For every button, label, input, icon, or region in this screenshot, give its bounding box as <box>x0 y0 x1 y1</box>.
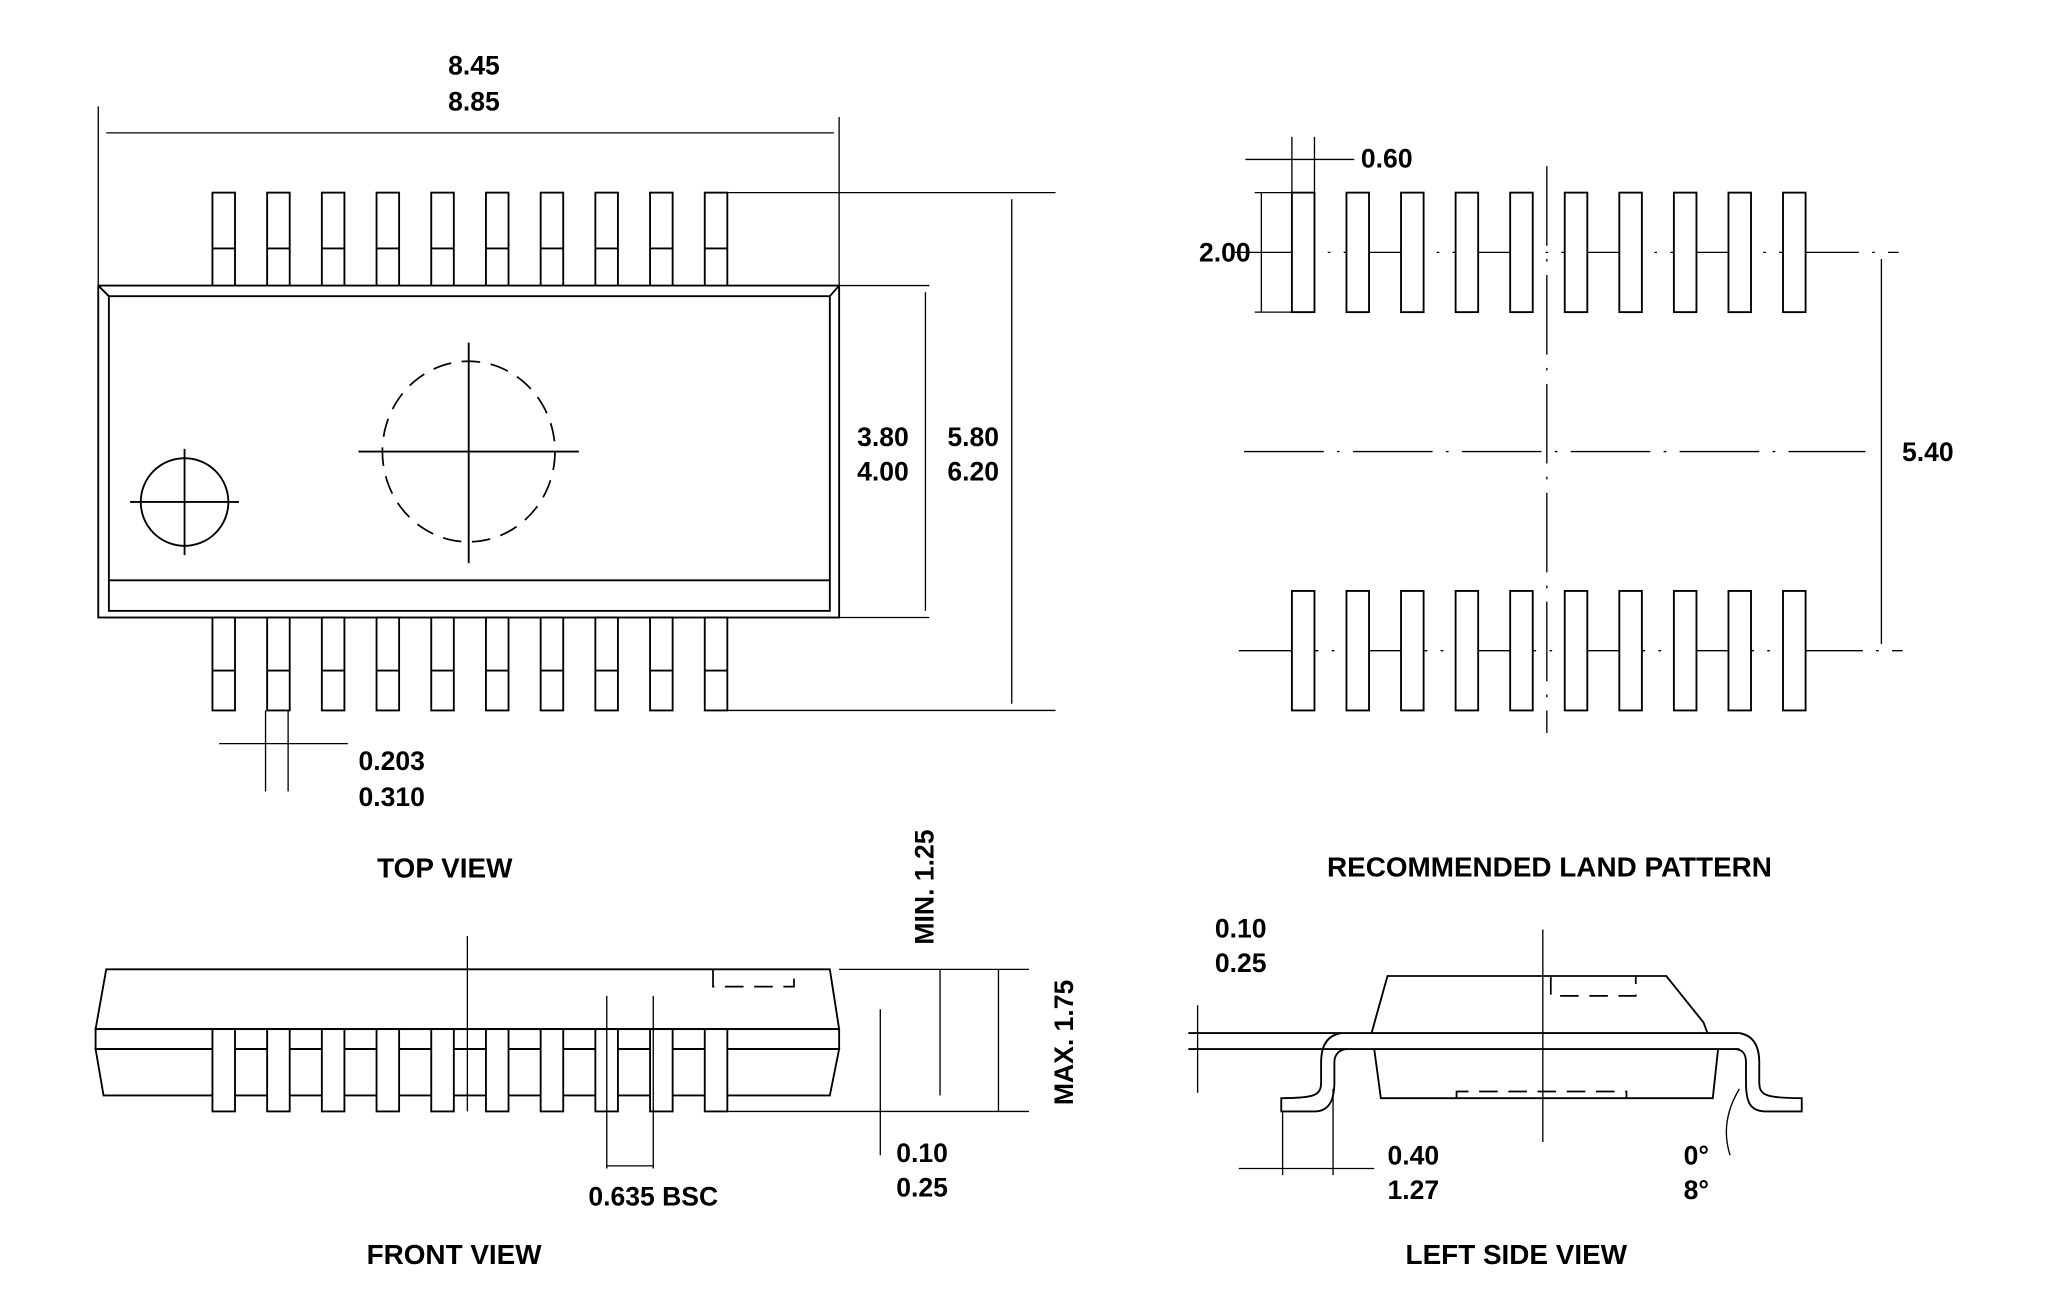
land-pad <box>1618 590 1643 712</box>
body-width-min: 3.80 <box>857 422 909 452</box>
lead <box>211 616 236 712</box>
lead <box>539 616 565 712</box>
left-side-view-title: LEFT SIDE VIEW <box>1406 1239 1628 1270</box>
lead <box>430 1028 455 1113</box>
package-body-outline <box>97 284 841 619</box>
min-height-label: MIN. 1.25 <box>909 829 939 944</box>
lead <box>375 191 401 287</box>
lead <box>266 1028 291 1113</box>
lead <box>485 1028 510 1113</box>
lead <box>320 191 346 287</box>
front-body-bottom <box>94 1048 841 1097</box>
max-height-label: MAX. 1.75 <box>1049 979 1079 1105</box>
left-lead <box>1280 1032 1348 1113</box>
lead <box>211 1028 236 1113</box>
pad-width-label: 0.60 <box>1361 143 1413 173</box>
lead <box>539 1028 565 1113</box>
lead <box>430 616 455 712</box>
lead <box>649 191 674 287</box>
lead <box>266 616 291 712</box>
lead <box>594 616 619 712</box>
lead <box>266 191 291 287</box>
lead <box>703 1028 729 1113</box>
top-view-title: TOP VIEW <box>377 853 513 884</box>
lead <box>485 616 510 712</box>
land-pad <box>1727 590 1752 712</box>
front-view-title: FRONT VIEW <box>367 1239 543 1270</box>
land-pad <box>1400 590 1425 712</box>
land-pad <box>1454 191 1480 314</box>
lead <box>649 1028 674 1113</box>
side-body-bottom <box>1373 1048 1720 1100</box>
land-pattern: 0.60 2.00 5.40 RECOMMENDED LAND PATTERN <box>1199 136 1954 882</box>
land-pad <box>1782 590 1807 712</box>
front-view: MIN. 1.25 MAX. 1.75 0.10 0.25 0.635 BSC … <box>94 829 1079 1270</box>
lead <box>539 191 565 287</box>
lead-thickness-min: 0.10 <box>1215 913 1267 943</box>
length-max: 8.85 <box>448 86 500 116</box>
pad-length-label: 2.00 <box>1199 238 1251 268</box>
angle-max: 8° <box>1684 1175 1709 1205</box>
lead <box>375 1028 401 1113</box>
lead <box>375 616 401 712</box>
overall-width-max: 6.20 <box>947 457 999 487</box>
standoff-max: 0.25 <box>896 1172 948 1202</box>
angle-min: 0° <box>1684 1141 1709 1171</box>
lead-thickness-max: 0.25 <box>1215 948 1267 978</box>
land-pad <box>1618 191 1643 314</box>
right-lead <box>1733 1032 1803 1113</box>
land-pad <box>1290 191 1316 314</box>
lead <box>703 191 729 287</box>
overall-width-min: 5.80 <box>947 422 999 452</box>
land-pad <box>1672 590 1698 712</box>
land-pad <box>1563 590 1589 712</box>
lead <box>211 191 236 287</box>
lead <box>320 1028 346 1113</box>
length-min: 8.45 <box>448 50 500 80</box>
land-pad <box>1509 191 1534 314</box>
land-pad <box>1454 590 1480 712</box>
land-pattern-title: RECOMMENDED LAND PATTERN <box>1327 851 1772 882</box>
land-pad <box>1290 590 1316 712</box>
lead <box>320 616 346 712</box>
land-pad <box>1782 191 1807 314</box>
top-view: 8.45 8.85 3.80 4.00 5.80 6.20 0.203 0.31… <box>97 50 1056 884</box>
lead <box>485 191 510 287</box>
lead-width-min: 0.203 <box>358 746 424 776</box>
land-pad <box>1345 191 1370 314</box>
lead <box>594 191 619 287</box>
land-pad <box>1563 191 1589 314</box>
side-body-top <box>1370 975 1709 1034</box>
standoff-min: 0.10 <box>896 1138 948 1168</box>
land-pad <box>1345 590 1370 712</box>
pitch-label: 0.635 BSC <box>588 1182 718 1212</box>
body-width-max: 4.00 <box>857 457 909 487</box>
left-side-view: 0.10 0.25 0.40 1.27 0° 8° LEFT SIDE VIEW <box>1188 913 1803 1270</box>
row-pitch-label: 5.40 <box>1902 437 1954 467</box>
land-pad <box>1727 191 1752 314</box>
land-pad <box>1509 590 1534 712</box>
land-pad <box>1400 191 1425 314</box>
lead-width-max: 0.310 <box>358 782 424 812</box>
foot-length-max: 1.27 <box>1387 1175 1439 1205</box>
lead <box>703 616 729 712</box>
lead <box>649 616 674 712</box>
lead <box>430 191 455 287</box>
land-pad <box>1672 191 1698 314</box>
foot-length-min: 0.40 <box>1387 1141 1439 1171</box>
